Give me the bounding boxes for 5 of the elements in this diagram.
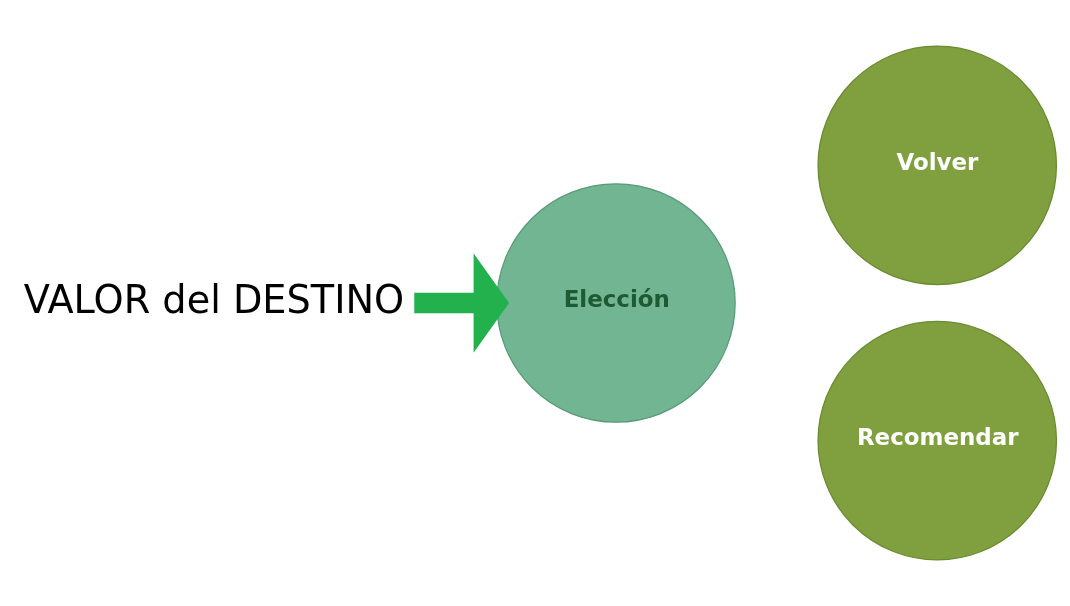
arrow bbox=[414, 253, 510, 353]
node-text: VALOR del DESTINO bbox=[23, 277, 405, 322]
node-circle: Recomendar bbox=[817, 320, 1058, 561]
node-circle: Volver bbox=[817, 45, 1058, 286]
node-circle: Elección bbox=[496, 183, 736, 423]
